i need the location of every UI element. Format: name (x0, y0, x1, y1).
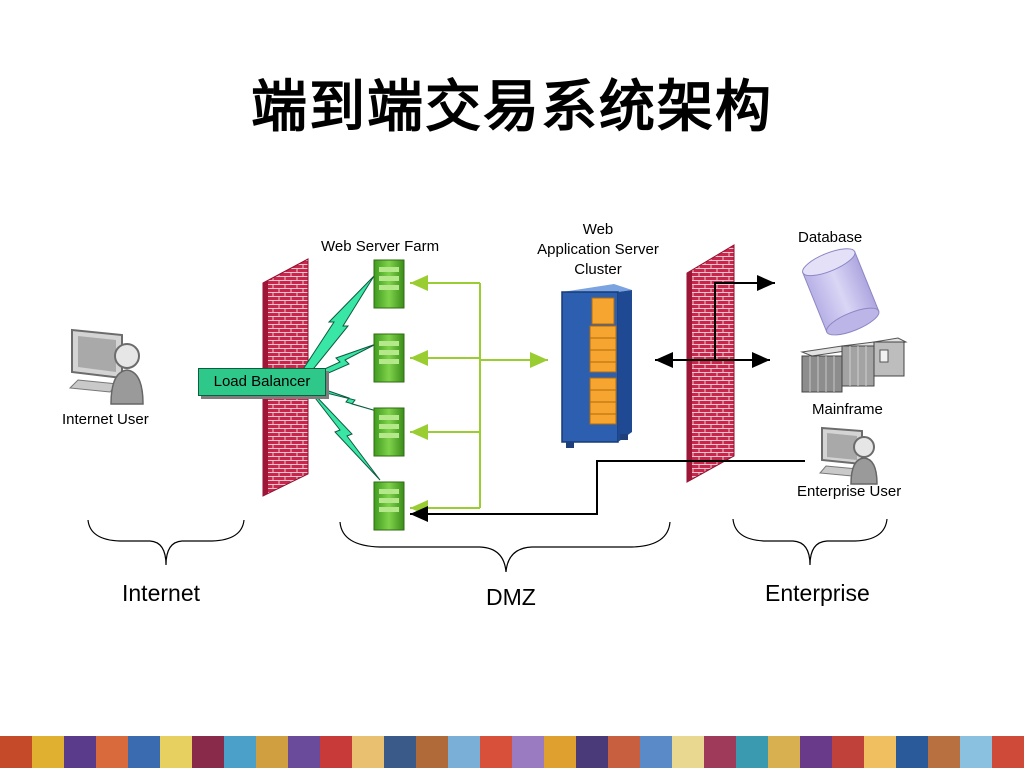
web-server-4-icon (373, 481, 405, 531)
enterprise-user-label: Enterprise User (797, 483, 902, 500)
database-icon (802, 248, 880, 336)
enterprise-user-computer-icon (818, 426, 878, 485)
brace-internet (87, 519, 245, 566)
app-to-web-connectors (410, 275, 548, 516)
lightning-icon (299, 275, 375, 379)
lightning-icon (311, 393, 381, 481)
app-server-label-line1: Web (582, 221, 614, 238)
internet-user-computer-icon (68, 328, 144, 405)
load-balancer-box: Load Balancer (198, 368, 326, 396)
enterprise-connectors (410, 275, 805, 522)
web-server-1-icon (373, 259, 405, 309)
zone-braces (87, 518, 888, 573)
internet-user-label: Internet User (62, 411, 149, 428)
app-server-rack-icon (561, 284, 632, 448)
database-label: Database (798, 229, 863, 246)
app-server-label-line3: Cluster (574, 261, 622, 278)
brace-enterprise (732, 518, 888, 566)
mainframe-label: Mainframe (812, 401, 883, 418)
web-server-farm-label: Web Server Farm (321, 238, 440, 255)
firewall-right-icon (686, 244, 735, 483)
mainframe-icon (800, 337, 908, 393)
page-title: 端到端交易系统架构 (251, 74, 773, 140)
app-server-label-line2: Application Server (537, 241, 659, 258)
zone-enterprise-label: Enterprise (765, 580, 870, 606)
zone-internet-label: Internet (122, 580, 200, 606)
lightning-icon (319, 387, 381, 413)
zone-dmz-label: DMZ (486, 584, 536, 610)
brace-dmz (339, 521, 671, 573)
web-server-2-icon (373, 333, 405, 383)
web-server-3-icon (373, 407, 405, 457)
decorative-footer-strip (0, 736, 1024, 768)
